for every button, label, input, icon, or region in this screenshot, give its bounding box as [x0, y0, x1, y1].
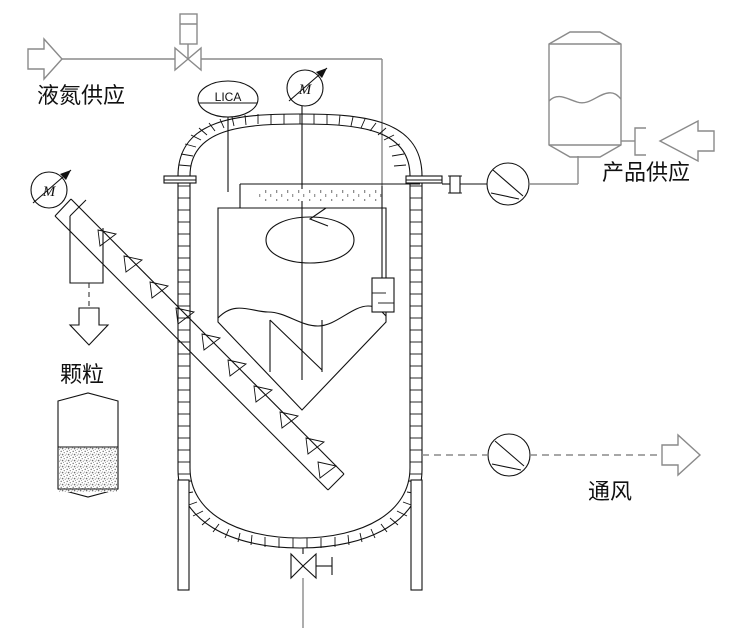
label-liquid-nitrogen-supply: 液氮供应	[37, 84, 125, 109]
product-pump-circle[interactable]	[486, 162, 530, 206]
agitator-motor-arrowhead	[316, 68, 327, 78]
main-vessel	[177, 113, 423, 591]
conveyor-wall-upper	[70, 198, 345, 475]
level-probe-body	[371, 277, 395, 313]
inner-vessel	[217, 104, 420, 411]
product-pump-vane-a	[492, 169, 524, 197]
instrument-agitator-motor[interactable]: M	[286, 67, 328, 107]
label-granules: 颗粒	[60, 363, 104, 388]
spray-droplet-pattern	[256, 189, 384, 201]
product-pump-vane-b	[490, 192, 520, 200]
discharge-hopper	[69, 216, 104, 284]
discharge-hopper-edge	[69, 199, 87, 217]
ln2-valve-actuator	[179, 13, 198, 45]
lica-bubble[interactable]	[197, 80, 259, 118]
ln2-inlet-arrow	[27, 37, 63, 81]
instrument-lica[interactable]: LICA	[197, 80, 259, 192]
conveyor-wall-lower	[54, 215, 329, 491]
product-line-valve[interactable]	[449, 175, 461, 194]
jacket-ticks-left	[178, 185, 190, 475]
vent-fan-vane-a	[494, 440, 525, 467]
conveyor-motor-arrowhead	[60, 170, 71, 180]
nozzle-flange-right	[405, 175, 443, 184]
vent-fan-vane-b	[491, 463, 522, 471]
vent-fan-circle[interactable]	[487, 433, 531, 477]
ln2-control-valve[interactable]	[174, 46, 190, 72]
ventilation-group: 通风	[422, 433, 702, 505]
vessel-nozzles	[163, 175, 443, 184]
agitator-motor-text: M	[298, 82, 313, 98]
agitator-impeller	[269, 319, 323, 372]
product-supply-group: 产品供应	[442, 31, 715, 206]
jacket-ticks-dome	[178, 114, 407, 167]
granule-discharge: 颗粒	[57, 283, 119, 498]
ln2-control-valve-b[interactable]	[186, 46, 202, 72]
product-supply-inlet-arrow	[658, 119, 715, 163]
conveyor-flights	[97, 229, 338, 479]
label-ventilation: 通风	[588, 480, 632, 505]
vessel-outer-shell	[177, 113, 423, 549]
agitator-rotation-arrowhead	[308, 207, 329, 227]
label-product-supply: 产品供应	[602, 161, 690, 186]
agitator-rotation-arrow	[265, 216, 355, 264]
granule-discharge-arrow	[68, 307, 110, 346]
screw-conveyor: M	[30, 169, 345, 491]
bottom-drain-group	[290, 548, 333, 628]
conveyor-end-cap-bottom	[327, 473, 345, 491]
product-tank-outline	[548, 31, 622, 158]
product-inlet-bracket	[634, 127, 646, 156]
support-leg-left	[177, 479, 190, 591]
bottom-drain-valve-b[interactable]	[302, 552, 317, 580]
conveyor-end-cap-top	[54, 198, 72, 217]
granule-container-fill	[59, 447, 117, 492]
lica-tag-text: LICA	[215, 90, 242, 104]
support-leg-right	[410, 479, 423, 591]
nozzle-flange-left	[163, 175, 197, 184]
jacket-ticks-right	[410, 185, 422, 475]
product-tank-level-wave	[548, 92, 622, 104]
vent-outlet-arrow	[661, 433, 702, 477]
conveyor-motor-text: M	[42, 184, 57, 200]
bottom-drain-valve-a[interactable]	[290, 552, 304, 580]
